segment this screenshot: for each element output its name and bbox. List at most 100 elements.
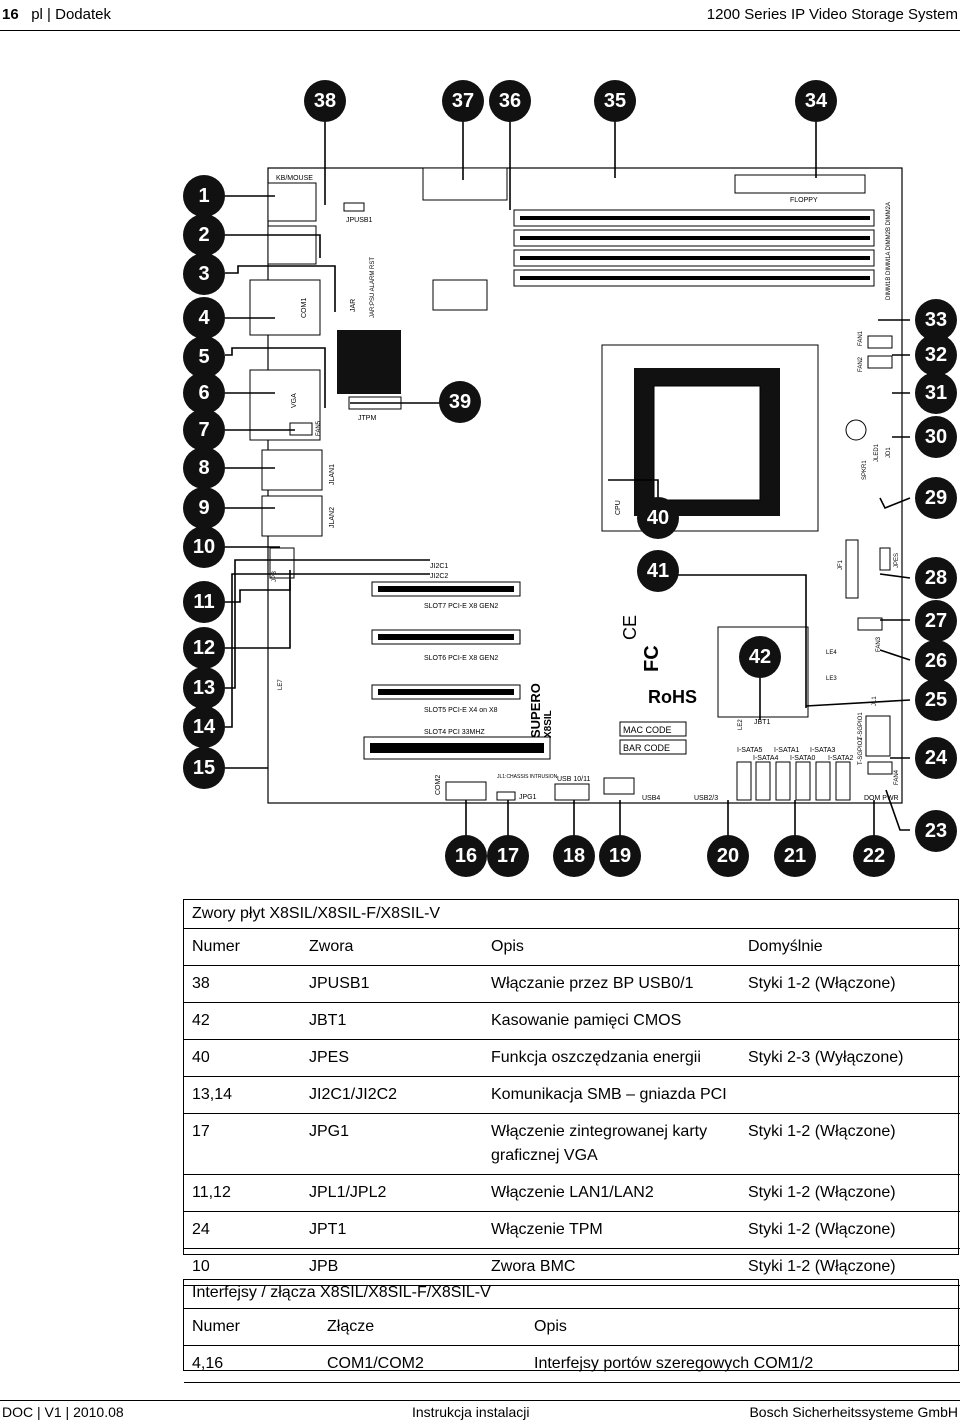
le7-label: LE7 <box>278 679 284 690</box>
cpu-socket <box>601 344 819 532</box>
cell-default: Styki 1-2 (Włączone) <box>740 1211 960 1249</box>
callout-15: 15 <box>183 747 225 789</box>
cell-jumper: JPES <box>301 1039 483 1077</box>
ce-mark: CE <box>620 615 640 640</box>
mac-code-label: MAC CODE <box>623 725 672 735</box>
callout-5: 5 <box>183 336 225 378</box>
callout-12: 12 <box>183 627 225 669</box>
cell-description: Funkcja oszczędzania energii <box>483 1039 740 1077</box>
fan1-label: FAN1 <box>858 330 864 346</box>
footer-doc-type: Instrukcja instalacji <box>412 1404 530 1420</box>
callout-3: 3 <box>183 253 225 295</box>
table-row: 38 JPUSB1 Włączanie przez BP USB0/1 Styk… <box>184 965 960 1003</box>
jd1-label: JD1 <box>886 447 892 458</box>
header-domyslnie: Domyślnie <box>740 928 960 966</box>
callout-6: 6 <box>183 372 225 414</box>
callout-25: 25 <box>915 679 957 721</box>
le2-label: LE2 <box>738 719 744 730</box>
ji2c2-label: JI2C2 <box>430 573 448 580</box>
cell-number: 4,16 <box>184 1345 319 1383</box>
jlan1-label: JLAN1 <box>329 464 336 485</box>
callout-27: 27 <box>915 600 957 642</box>
slot4-label: SLOT4 PCI 33MHZ <box>424 729 485 736</box>
cpu-die <box>653 385 761 501</box>
isata2-label: I-SATA2 <box>828 755 854 762</box>
isata0-label: I-SATA0 <box>790 755 816 762</box>
usb1011-header <box>554 783 590 801</box>
le4-label: LE4 <box>826 650 837 656</box>
table-row: 13,14 JI2C1/JI2C2 Komunikacja SMB – gnia… <box>184 1076 960 1114</box>
cell-jumper: JPL1/JPL2 <box>301 1174 483 1212</box>
slot6-label: SLOT6 PCI-E X8 GEN2 <box>424 655 498 662</box>
header-opis: Opis <box>483 928 740 966</box>
callout-13: 13 <box>183 667 225 709</box>
rohs-mark: RoHS <box>648 687 697 707</box>
cell-description: Włączenie LAN1/LAN2 <box>483 1174 740 1212</box>
document-title: 1200 Series IP Video Storage System <box>706 6 958 23</box>
cell-number: 40 <box>184 1039 301 1077</box>
page-footer: DOC | V1 | 2010.08 Instrukcja instalacji… <box>0 1400 960 1421</box>
callout-9: 9 <box>183 487 225 529</box>
callout-22: 22 <box>853 835 895 877</box>
bmc-chip <box>337 330 401 394</box>
spkr1-label: SPKR1 <box>862 460 868 480</box>
callout-32: 32 <box>915 334 957 376</box>
fan2-header <box>867 355 893 369</box>
back-panel-ports <box>249 182 323 537</box>
footer-company: Bosch Sicherheitssysteme GmbH <box>749 1404 958 1420</box>
dimm-label: DIMM1B DIMM1A DIMM2B DIMM2A <box>886 202 892 300</box>
callout-30: 30 <box>915 416 957 458</box>
cell-description: Komunikacja SMB – gniazda PCI <box>483 1076 740 1114</box>
cell-jumper: JPG1 <box>301 1113 483 1175</box>
usb1011-label: USB 10/11 <box>557 776 590 783</box>
callout-31: 31 <box>915 372 957 414</box>
callout-2: 2 <box>183 214 225 256</box>
sata-ports <box>736 761 851 801</box>
callout-29: 29 <box>915 477 957 519</box>
usb23-label: USB2/3 <box>694 795 718 802</box>
callout-39: 39 <box>439 381 481 423</box>
callout-26: 26 <box>915 640 957 682</box>
table-row: 11,12 JPL1/JPL2 Włączenie LAN1/LAN2 Styk… <box>184 1174 960 1212</box>
mac-code-box <box>619 721 687 737</box>
usb4-label: USB4 <box>642 795 660 802</box>
callout-20: 20 <box>707 835 749 877</box>
le3-label: LE3 <box>826 676 837 682</box>
jpusb1-jumper <box>343 202 365 212</box>
jled1-label: JLED1 <box>874 443 880 462</box>
callout-17: 17 <box>487 835 529 877</box>
fan5-label: FAN5 <box>316 420 322 436</box>
jl1-chassis-label: JL1:CHASSIS INTRUSION <box>497 774 558 780</box>
tsgpio1-label: T-SGPIO1 <box>858 712 864 740</box>
cell-description: Włączenie zintegrowanej karty graficznej… <box>483 1113 740 1175</box>
jf1-label: JF1 <box>838 559 844 570</box>
fan5-header <box>289 422 313 436</box>
header-opis: Opis <box>526 1308 960 1346</box>
cell-jumper: JBT1 <box>301 1002 483 1040</box>
cell-description: Włączanie przez BP USB0/1 <box>483 965 740 1003</box>
table-row: 42 JBT1 Kasowanie pamięci CMOS <box>184 1002 960 1040</box>
callout-40: 40 <box>637 497 679 539</box>
slot5-label: SLOT5 PCI-E X4 on X8 <box>424 707 498 714</box>
interfaces-table: Numer Złącze Opis 4,16 COM1/COM2 Interfe… <box>184 1308 960 1383</box>
cell-jumper: JPUSB1 <box>301 965 483 1003</box>
table-row: 40 JPES Funkcja oszczędzania energii Sty… <box>184 1039 960 1077</box>
jlan2-label: JLAN2 <box>329 507 336 528</box>
jpusb1-label: JPUSB1 <box>346 217 373 224</box>
cell-default: Styki 1-2 (Włączone) <box>740 1174 960 1212</box>
x8sil-label: X8SIL <box>543 710 554 738</box>
fc-mark: FC <box>641 645 663 672</box>
cell-default <box>740 1002 960 1040</box>
callout-14: 14 <box>183 706 225 748</box>
vga-label: VGA <box>291 393 298 408</box>
table-header-row: Numer Zwora Opis Domyślnie <box>184 928 960 966</box>
cell-number: 13,14 <box>184 1076 301 1114</box>
callout-28: 28 <box>915 557 957 599</box>
jpes-label: JPES <box>894 553 900 568</box>
dom-pwr-label: DOM PWR <box>864 795 899 802</box>
slot7-label: SLOT7 PCI-E X8 GEN2 <box>424 603 498 610</box>
cell-default <box>740 1076 960 1114</box>
callout-8: 8 <box>183 447 225 489</box>
cell-number: 11,12 <box>184 1174 301 1212</box>
interfaces-table-caption: Interfejsy / złącza X8SIL/X8SIL-F/X8SIL-… <box>192 1284 491 1301</box>
